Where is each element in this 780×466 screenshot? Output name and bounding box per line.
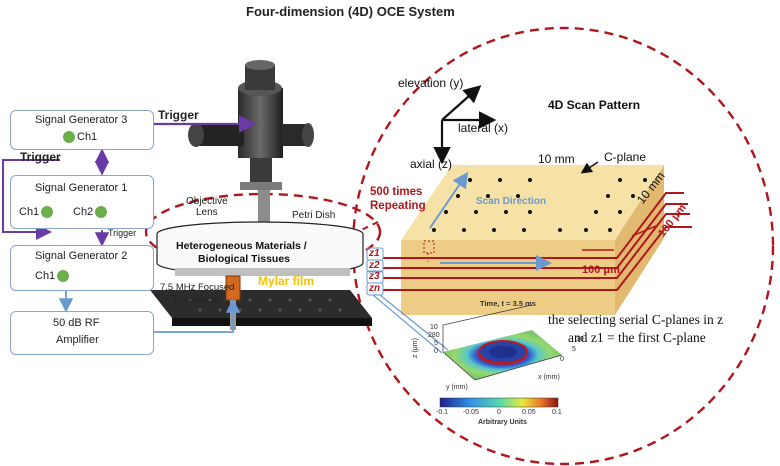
signal-generator-1-label: Signal Generator 1: [35, 182, 128, 194]
plot-zlabel: z (μm): [412, 338, 419, 358]
colorbar-tick-4: 0.1: [552, 409, 562, 416]
sg2-ch1: Ch1: [35, 270, 71, 283]
z3-label: z3: [369, 271, 380, 282]
signal-generator-3: Signal Generator 3 Ch1: [10, 110, 154, 150]
z2-label: z2: [369, 260, 380, 271]
signal-connections: [2, 115, 257, 333]
cplane-label: C-plane: [604, 150, 647, 164]
colorbar-tick-0: -0.1: [436, 409, 449, 416]
colorbar-tick-3: 0.05: [522, 409, 536, 416]
signal-generator-2-label: Signal Generator 2: [35, 250, 128, 262]
sg1-ch2: Ch2: [73, 206, 109, 219]
repeat-label-2: Repeating: [370, 200, 426, 212]
z-label-boxes: [366, 247, 384, 296]
plot-xlabel: x (mm): [538, 374, 560, 381]
trigger-label-small: Trigger: [108, 228, 137, 238]
sg3-ch1-label: Ch1: [77, 131, 98, 143]
surface-plot: [439, 304, 563, 408]
channel-dot-icon: [57, 270, 70, 283]
caption-line-1: the selecting serial C-planes in z: [548, 312, 724, 327]
zn-label: zn: [369, 283, 381, 294]
dim-100um-bottom: 100 μm: [582, 264, 620, 276]
signal-generator-3-label: Signal Generator 3: [35, 114, 128, 126]
plot-y-tick-2: 10: [430, 324, 438, 331]
colorbar: [439, 397, 559, 408]
colorbar-tick-1: -0.05: [463, 409, 479, 416]
axis-lateral-label: lateral (x): [458, 121, 509, 135]
signal-generator-2: Signal Generator 2 Ch1: [10, 245, 154, 291]
plot-x-tick-2: 10: [576, 336, 584, 343]
plot-x-tick-0: 0: [560, 356, 564, 363]
signal-generator-1: Signal Generator 1 Ch1 Ch2: [10, 175, 154, 229]
trigger-label-left: Trigger: [20, 150, 61, 164]
transducer-label-2: Transducer: [172, 294, 220, 305]
axis-axial-label: axial (z): [410, 157, 453, 171]
transducer-label-1: 7.5 MHz Focused: [160, 282, 235, 293]
amplifier-line2: Amplifier: [56, 334, 99, 346]
scan-block: [383, 161, 692, 315]
plot-x-tick-1: 5: [572, 346, 576, 353]
petri-dish-label: Petri Dish: [292, 210, 336, 221]
mylar-film-label: Mylar film: [258, 274, 315, 288]
scan-axes: [433, 85, 497, 165]
sg3-ch1: Ch1: [63, 131, 98, 144]
repeat-label-1: 500 times: [370, 186, 423, 198]
trigger-label-top: Trigger: [158, 108, 199, 122]
plot-y-tick-1: 5: [434, 340, 438, 347]
axis-elevation-label: elevation (y): [398, 76, 464, 90]
plot-ylabel: y (mm): [446, 384, 468, 391]
channel-dot-icon: [63, 131, 75, 144]
sample-highlight: [144, 192, 382, 272]
scan-direction-label: Scan Direction: [476, 196, 547, 207]
microscope-illustration: [150, 60, 372, 330]
caption-line-2: and z1 = the first C-plane: [568, 330, 706, 345]
colorbar-tick-2: 0: [497, 409, 501, 416]
plot-z-tick: 280: [428, 332, 440, 339]
channel-dot-icon: [41, 206, 54, 219]
sg1-ch1: Ch1: [19, 206, 55, 219]
scan-pattern-heading: 4D Scan Pattern: [548, 98, 641, 112]
tissue-label-2: Biological Tissues: [198, 253, 291, 265]
objective-lens-label: Objective Lens: [186, 196, 228, 218]
sg1-ch1-label: Ch1: [19, 206, 40, 218]
plot-y-tick-0: 0: [434, 348, 438, 355]
diagram-title: Four-dimension (4D) OCE System: [246, 4, 455, 19]
z1-label: z1: [369, 248, 380, 259]
rf-amplifier: 50 dB RF Amplifier: [10, 311, 154, 355]
channel-dot-icon: [95, 206, 108, 219]
zoom-circle: [351, 26, 775, 466]
plot-title: Time, t = 3.5 ms: [480, 299, 536, 308]
sg2-ch1-label: Ch1: [35, 270, 56, 282]
colorbar-label: Arbitrary Units: [478, 419, 528, 426]
dim-10mm-top: 10 mm: [538, 152, 575, 166]
tissue-label-1: Heterogeneous Materials /: [176, 240, 307, 252]
amplifier-line1: 50 dB RF: [53, 317, 100, 329]
sg1-ch2-label: Ch2: [73, 206, 94, 218]
